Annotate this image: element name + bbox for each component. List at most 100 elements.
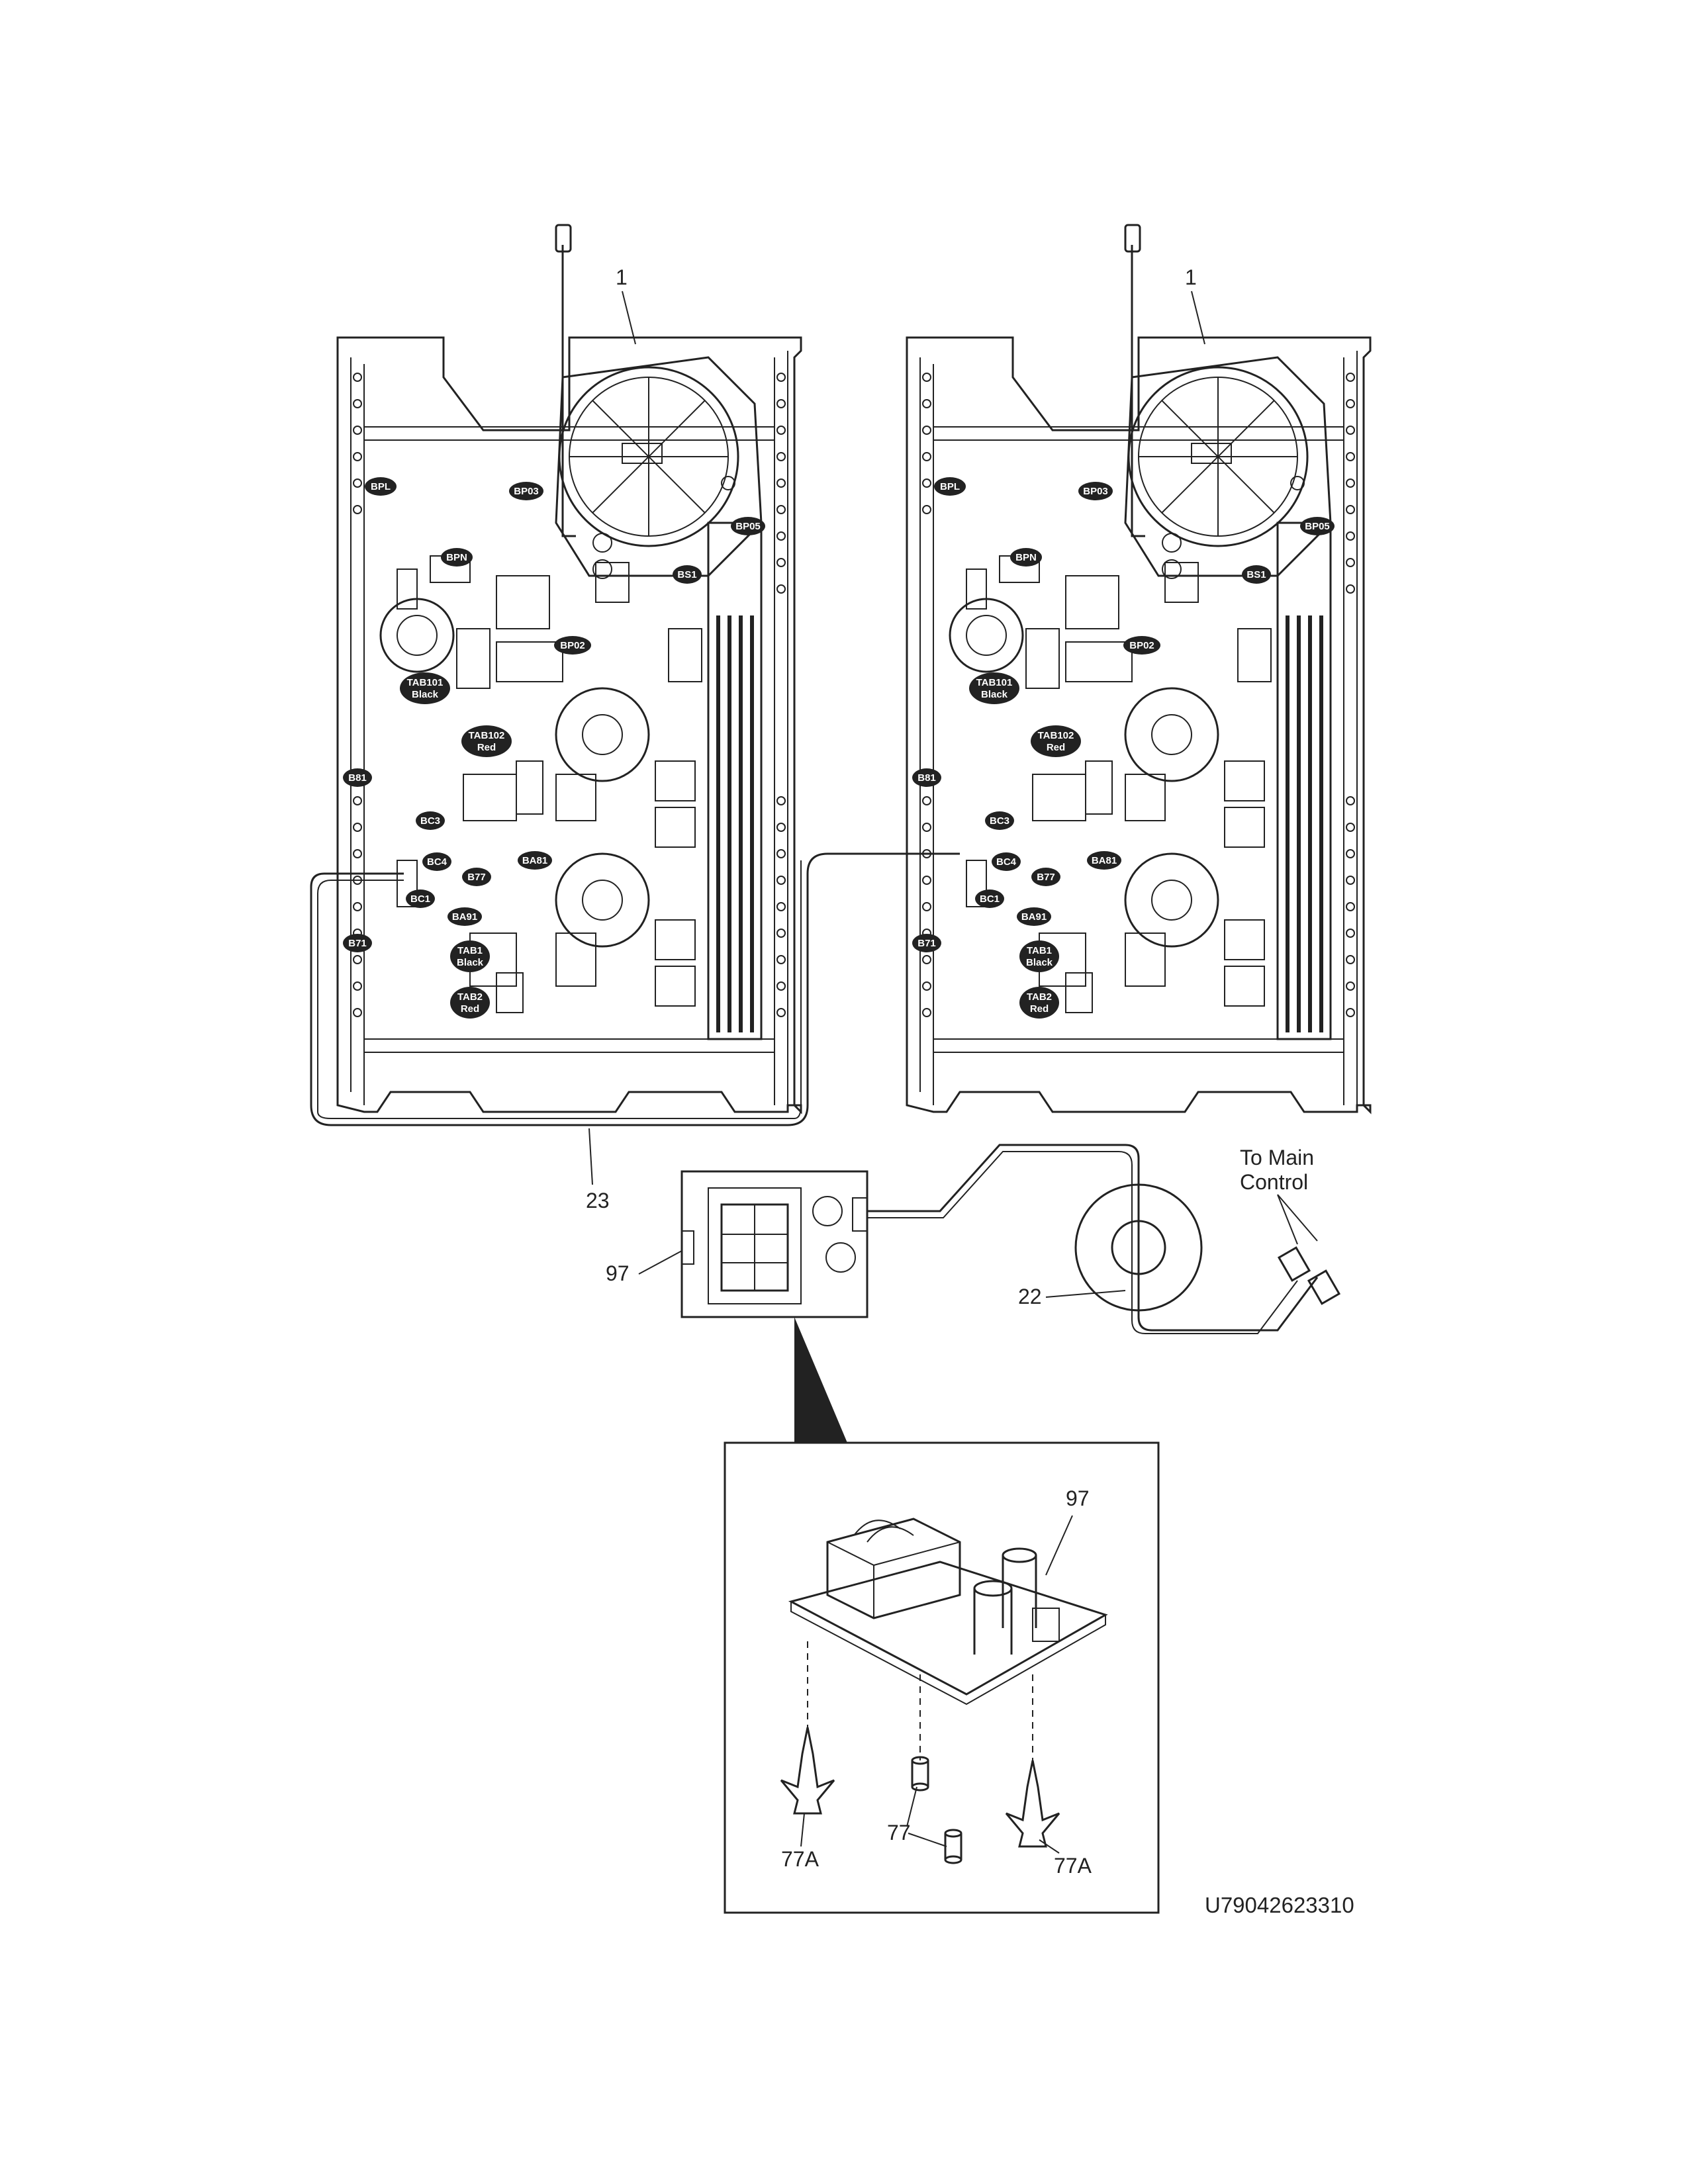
svg-text:BA81: BA81 — [1092, 855, 1117, 866]
tag-bc3: BC3 — [416, 811, 445, 830]
svg-text:TAB2: TAB2 — [457, 991, 483, 1003]
svg-text:Red: Red — [461, 1003, 479, 1015]
svg-text:TAB1: TAB1 — [457, 945, 483, 956]
svg-text:BC3: BC3 — [990, 815, 1009, 827]
svg-text:TAB102: TAB102 — [1038, 730, 1074, 741]
svg-text:BP02: BP02 — [1129, 640, 1154, 651]
tag-bc4: BC4 — [992, 852, 1021, 871]
wire-harness-23 — [310, 852, 960, 1126]
tag-bpn: BPN — [1010, 548, 1042, 567]
svg-text:BP02: BP02 — [560, 640, 585, 651]
power-supply-board — [680, 1170, 868, 1318]
svg-text:B71: B71 — [348, 938, 367, 949]
tag-bp03: BP03 — [509, 482, 543, 500]
tag-bpn: BPN — [441, 548, 473, 567]
svg-text:Black: Black — [981, 689, 1008, 700]
document-number: U79042623310 — [1205, 1893, 1354, 1917]
callout-board-right: 1 — [1185, 265, 1197, 289]
svg-text:TAB101: TAB101 — [407, 677, 444, 688]
tag-bp05: BP05 — [1300, 517, 1335, 535]
standoff-top — [911, 1756, 929, 1792]
tag-b77: B77 — [462, 868, 491, 886]
svg-text:BC4: BC4 — [427, 856, 447, 868]
tag-bpl: BPL — [365, 477, 397, 496]
svg-text:B81: B81 — [348, 772, 367, 784]
callout-harness-23: 23 — [586, 1189, 610, 1212]
svg-text:BPL: BPL — [940, 481, 960, 492]
tag-bp05: BP05 — [731, 517, 765, 535]
fan-icon — [1124, 356, 1332, 577]
tag-b81: B81 — [912, 768, 941, 787]
callout-harness-22: 22 — [1018, 1285, 1042, 1308]
svg-text:Red: Red — [1030, 1003, 1049, 1015]
to-main-control-line2: Control — [1240, 1170, 1308, 1194]
tag-b77: B77 — [1031, 868, 1060, 886]
tag-bc4: BC4 — [422, 852, 451, 871]
callout-standoff: 77 — [887, 1821, 911, 1844]
svg-text:TAB2: TAB2 — [1027, 991, 1052, 1003]
svg-text:BPN: BPN — [1015, 552, 1037, 563]
detail-view — [724, 1441, 1160, 1914]
svg-text:BA91: BA91 — [1021, 911, 1047, 923]
svg-text:BPN: BPN — [446, 552, 467, 563]
tag-bs1: BS1 — [673, 565, 702, 584]
to-main-control-line1: To Main — [1240, 1146, 1314, 1169]
tag-bc1: BC1 — [975, 889, 1004, 908]
tag-bc1: BC1 — [406, 889, 435, 908]
svg-text:BP05: BP05 — [1305, 521, 1330, 532]
svg-text:TAB101: TAB101 — [976, 677, 1013, 688]
svg-text:BC4: BC4 — [996, 856, 1017, 868]
svg-text:Black: Black — [1026, 957, 1053, 968]
svg-text:Red: Red — [1047, 742, 1065, 753]
svg-text:BA91: BA91 — [452, 911, 477, 923]
tag-bs1: BS1 — [1242, 565, 1271, 584]
svg-text:TAB1: TAB1 — [1027, 945, 1052, 956]
detail-pointer — [794, 1317, 847, 1443]
tag-bp02: BP02 — [554, 636, 591, 655]
tag-bp02: BP02 — [1123, 636, 1160, 655]
svg-text:BC1: BC1 — [410, 893, 430, 905]
svg-text:B71: B71 — [917, 938, 936, 949]
svg-text:Black: Black — [457, 957, 484, 968]
callout-board-left: 1 — [616, 265, 628, 289]
tag-ba81: BA81 — [1087, 851, 1121, 870]
tag-bpl: BPL — [934, 477, 966, 496]
svg-text:B81: B81 — [917, 772, 936, 784]
svg-text:Black: Black — [412, 689, 439, 700]
tag-bc3: BC3 — [985, 811, 1014, 830]
svg-text:BP05: BP05 — [735, 521, 761, 532]
callout-clip-right: 77A — [1054, 1854, 1092, 1878]
svg-text:B77: B77 — [467, 872, 486, 883]
mounting-clip-left — [780, 1727, 835, 1815]
standoff-bottom — [944, 1829, 962, 1864]
svg-text:BPL: BPL — [371, 481, 391, 492]
tag-b81: B81 — [343, 768, 372, 787]
mounting-clip-right — [1005, 1760, 1060, 1848]
svg-text:B77: B77 — [1037, 872, 1055, 883]
svg-text:BC3: BC3 — [420, 815, 440, 827]
svg-text:BS1: BS1 — [1246, 569, 1266, 580]
tag-ba91: BA91 — [1017, 907, 1051, 926]
svg-text:BS1: BS1 — [677, 569, 696, 580]
wire-harness-22 — [867, 1144, 1341, 1334]
callout-detail-97: 97 — [1066, 1486, 1090, 1510]
svg-text:TAB102: TAB102 — [469, 730, 505, 741]
tag-bp03: BP03 — [1078, 482, 1113, 500]
callout-board-97: 97 — [606, 1261, 630, 1285]
svg-text:BP03: BP03 — [514, 486, 539, 497]
fan-icon — [555, 356, 763, 577]
tag-ba91: BA91 — [447, 907, 482, 926]
svg-text:BC1: BC1 — [980, 893, 1000, 905]
svg-text:Red: Red — [477, 742, 496, 753]
svg-text:BP03: BP03 — [1083, 486, 1108, 497]
